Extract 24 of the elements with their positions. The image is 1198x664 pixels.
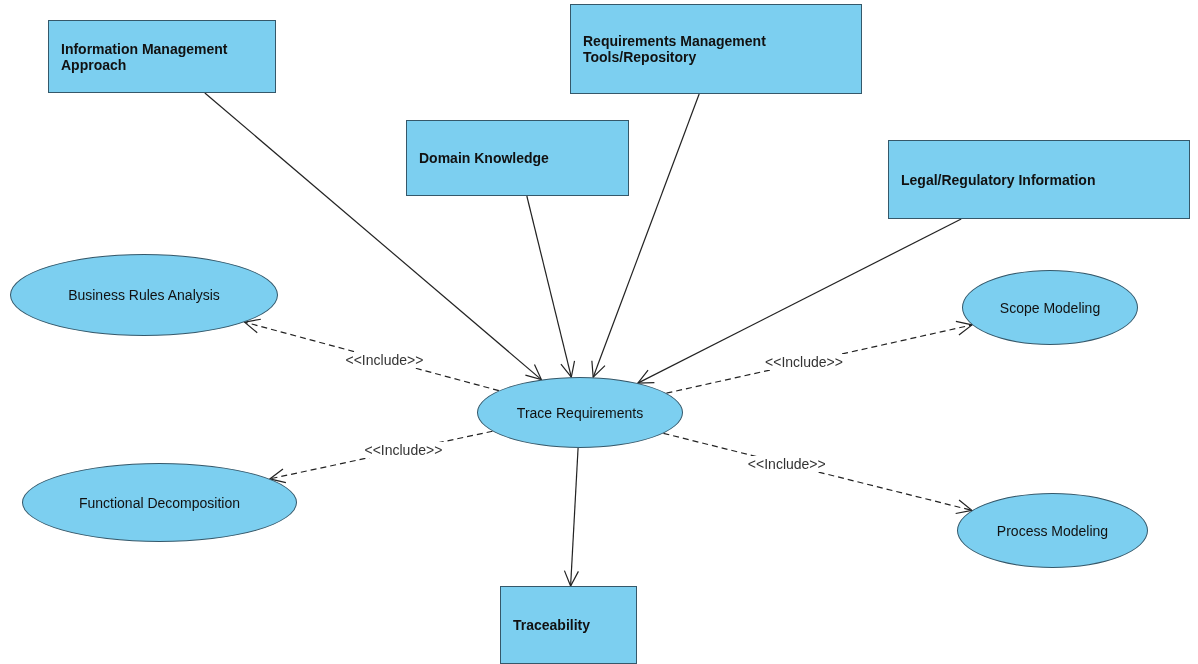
arrow: [563, 447, 579, 587]
edge-label: <<Include>>: [362, 442, 445, 459]
process-box: [48, 20, 276, 93]
edge-label: <<Include>>: [763, 354, 845, 371]
arrow: [204, 92, 542, 381]
node-label: Functional Decomposition: [78, 494, 241, 511]
arrow: [637, 218, 962, 384]
process-box: [888, 140, 1190, 219]
node-label: Scope Modeling: [999, 299, 1101, 316]
node-label: Legal/Regulatory Information: [901, 171, 1096, 188]
arrow: [591, 93, 700, 378]
node-label: Trace Requirements: [516, 404, 644, 421]
node-label: Business Rules Analysis: [68, 287, 220, 303]
process-box: [570, 4, 862, 94]
arrow: [526, 195, 576, 378]
process-box: [500, 586, 637, 664]
node-label: Requirements Management Tools/Repository: [583, 33, 767, 65]
node-label: Information Management Approach: [61, 40, 229, 73]
node-label: Domain Knowledge: [419, 150, 549, 166]
edge-label: <<Include>>: [343, 351, 426, 368]
process-box: [406, 120, 629, 196]
edge-label: <<Include>>: [745, 456, 828, 473]
node-label: Traceability: [513, 617, 591, 633]
node-label: Process Modeling: [996, 522, 1109, 539]
